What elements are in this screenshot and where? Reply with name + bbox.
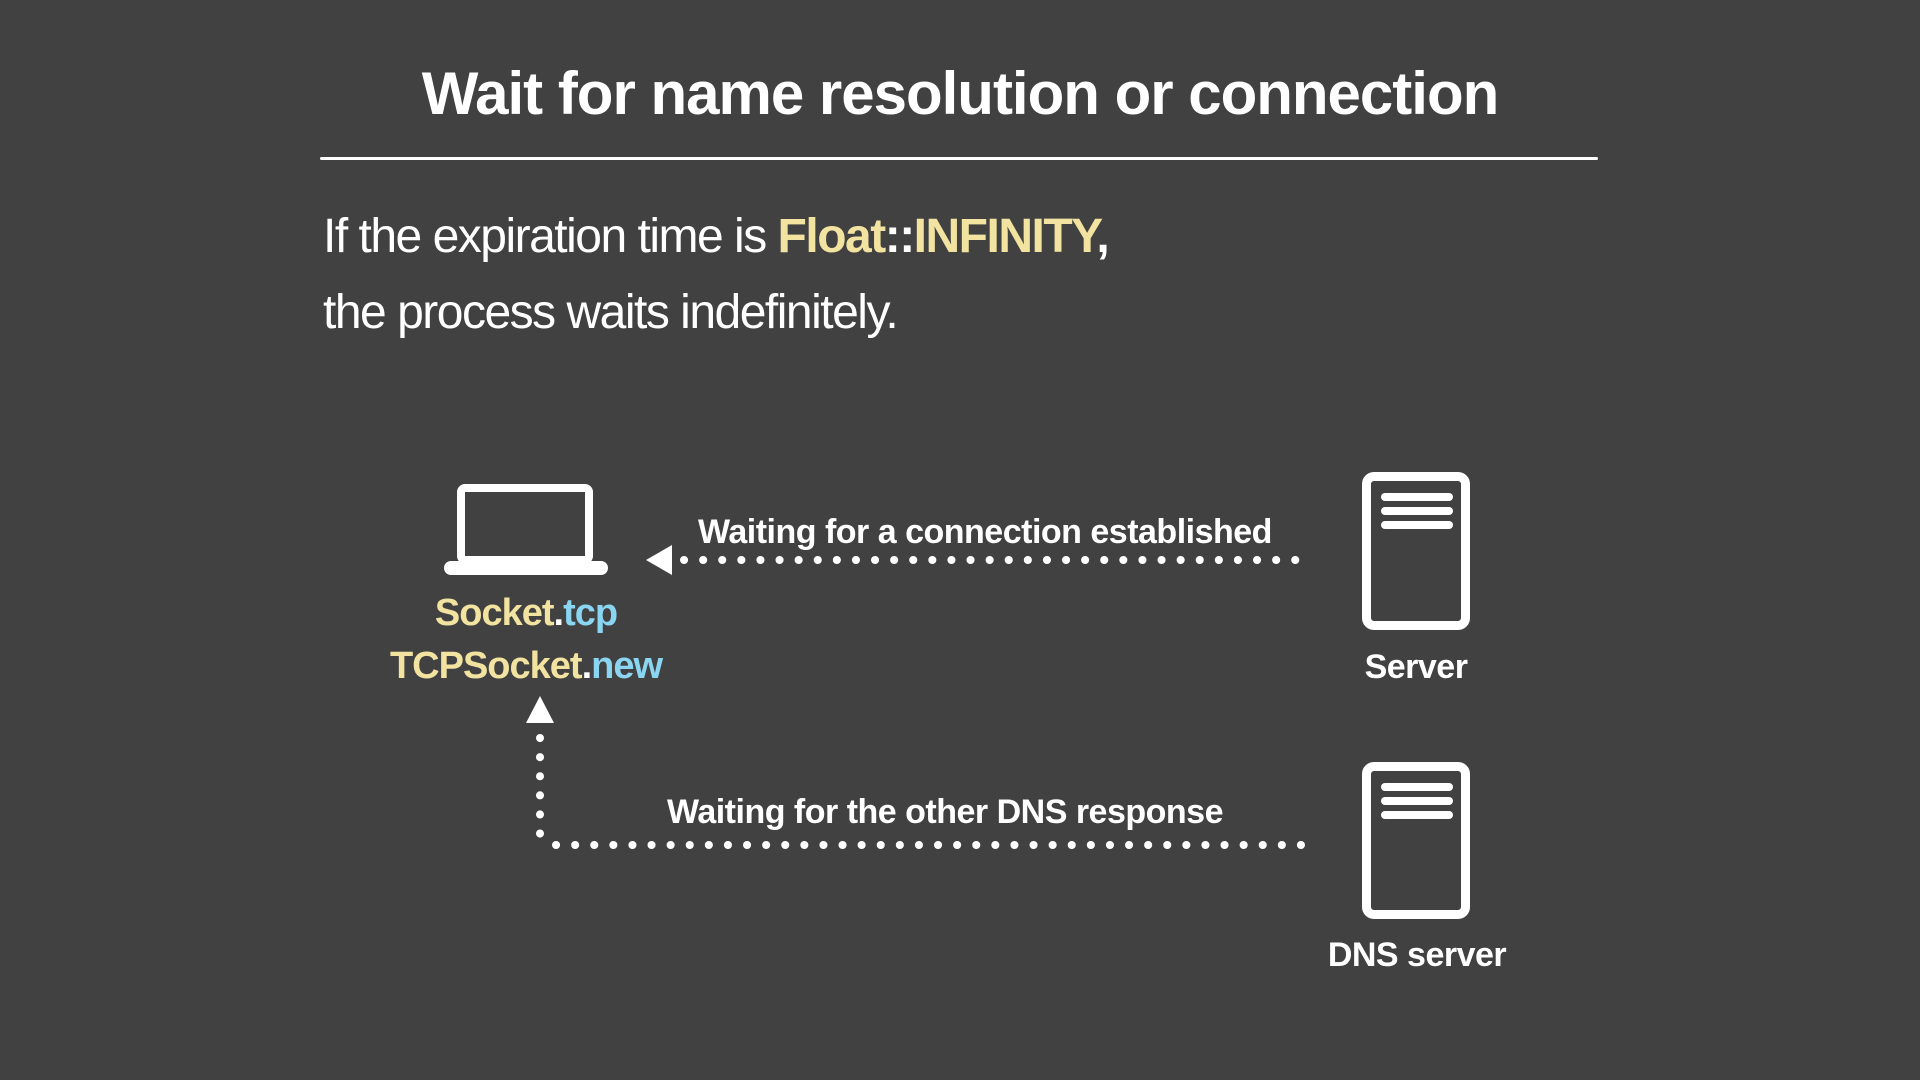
dns-server-icon [1362,762,1470,919]
laptop-icon-base [444,561,608,575]
code1-method: tcp [563,592,618,634]
body-line-1: If the expiration time is Float::INFINIT… [323,199,1423,275]
code1-receiver: Socket [434,592,555,634]
arrow-bottom-label: Waiting for the other DNS response [666,793,1224,831]
laptop-icon [457,484,593,564]
highlight-constant: INFINITY [913,210,1098,263]
server-icon-slot [1381,783,1453,791]
arrow-top-label: Waiting for a connection established [698,513,1272,551]
server-icon-slot [1381,811,1453,819]
slide-title: Wait for name resolution or connection [421,60,1500,127]
highlight-class-name: Float [777,210,887,263]
server-icon-slot [1381,493,1453,501]
arrowhead-left [646,545,672,575]
dotted-arrow-up-icon [526,696,1312,849]
body-text: If the expiration time is Float::INFINIT… [323,199,1423,351]
arrowhead-up [526,696,554,723]
body-line1-suffix: , [1096,210,1109,263]
server-label: Server [1364,648,1468,686]
server-icon [1362,472,1470,630]
dotted-arrow-left-icon [646,545,1302,575]
title-underline [320,157,1598,160]
server-icon-slot [1381,521,1453,529]
code2-dot: . [581,645,593,687]
server-icon-slot [1381,507,1453,515]
client-code-labels: Socket.tcp TCPSocket.new [330,587,722,693]
dns-server-label: DNS server [1327,936,1507,974]
code1-dot: . [553,592,565,634]
code-line-socket-tcp: Socket.tcp [330,587,722,640]
body-line-2: the process waits indefinitely. [323,286,899,339]
code2-method: new [591,645,663,687]
body-line1-prefix: If the expiration time is [323,210,778,263]
code2-receiver: TCPSocket [389,645,583,687]
highlight-separator: :: [884,210,915,263]
server-icon-slot [1381,797,1453,805]
code-line-tcpsocket-new: TCPSocket.new [330,640,722,693]
